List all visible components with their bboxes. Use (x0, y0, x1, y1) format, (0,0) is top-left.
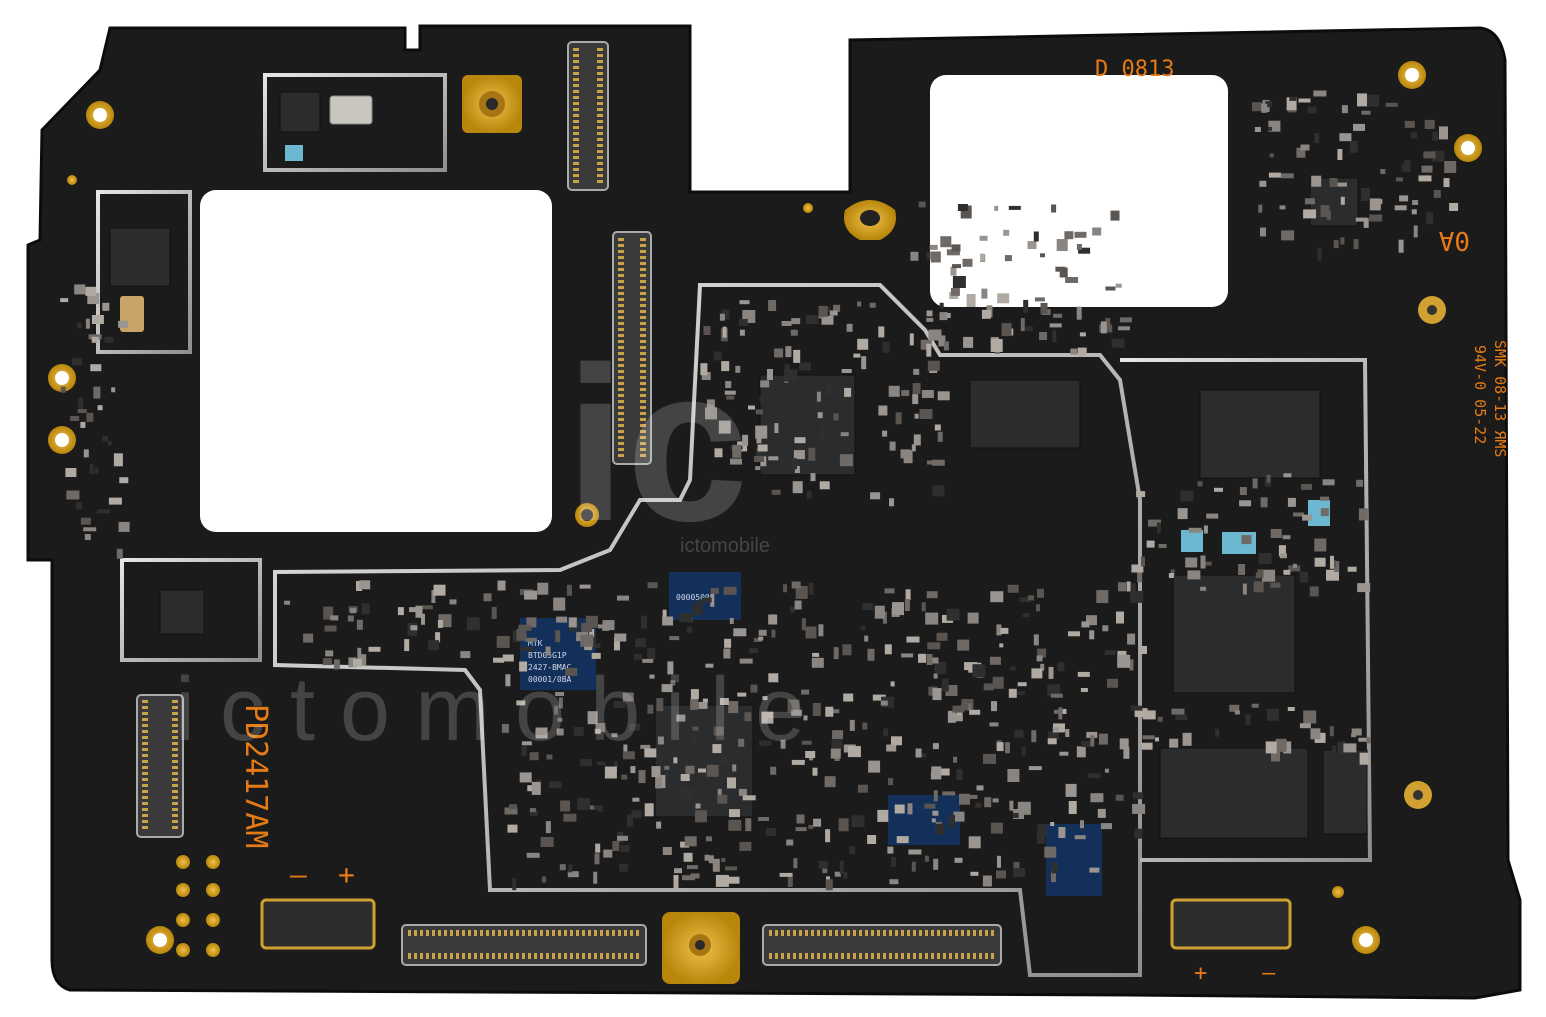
watermark-big: i c t o m o b i l e (175, 660, 805, 760)
polarity-plus-right: + (1194, 961, 1207, 986)
connector-pins (142, 48, 994, 959)
mtk-chip-code4: 00005001 (676, 593, 715, 602)
crystal (329, 95, 373, 125)
fab-marking-line1: SMK 08-13 ЯMS (1491, 340, 1509, 457)
watermark-site: ictomobile (680, 535, 770, 557)
mtk-chip-label: MTK (528, 639, 543, 648)
corner-marking: 0A (1438, 225, 1470, 255)
polarity-plus-left: + (338, 858, 355, 891)
polarity-minus-left: – (290, 858, 307, 891)
camera-cutout-left (200, 190, 552, 532)
camera-cutout-right (930, 75, 1228, 307)
polarity-minus-right: – (1262, 961, 1276, 986)
mtk-chip-code3: 00001/0BA (528, 675, 572, 684)
fab-marking-line2: 94V-0 05-22 (1471, 345, 1489, 444)
passive-components (60, 90, 1459, 891)
large-ics (109, 91, 1368, 839)
rf-coax-connectors (1404, 296, 1446, 809)
model-marking: PD2417AM (238, 704, 273, 849)
watermark-logo: ic (565, 321, 748, 567)
mtk-chip-code2: 2427-BMAC (528, 663, 572, 672)
revision-marking: D 0813 (1095, 57, 1174, 82)
test-points (67, 175, 1344, 957)
